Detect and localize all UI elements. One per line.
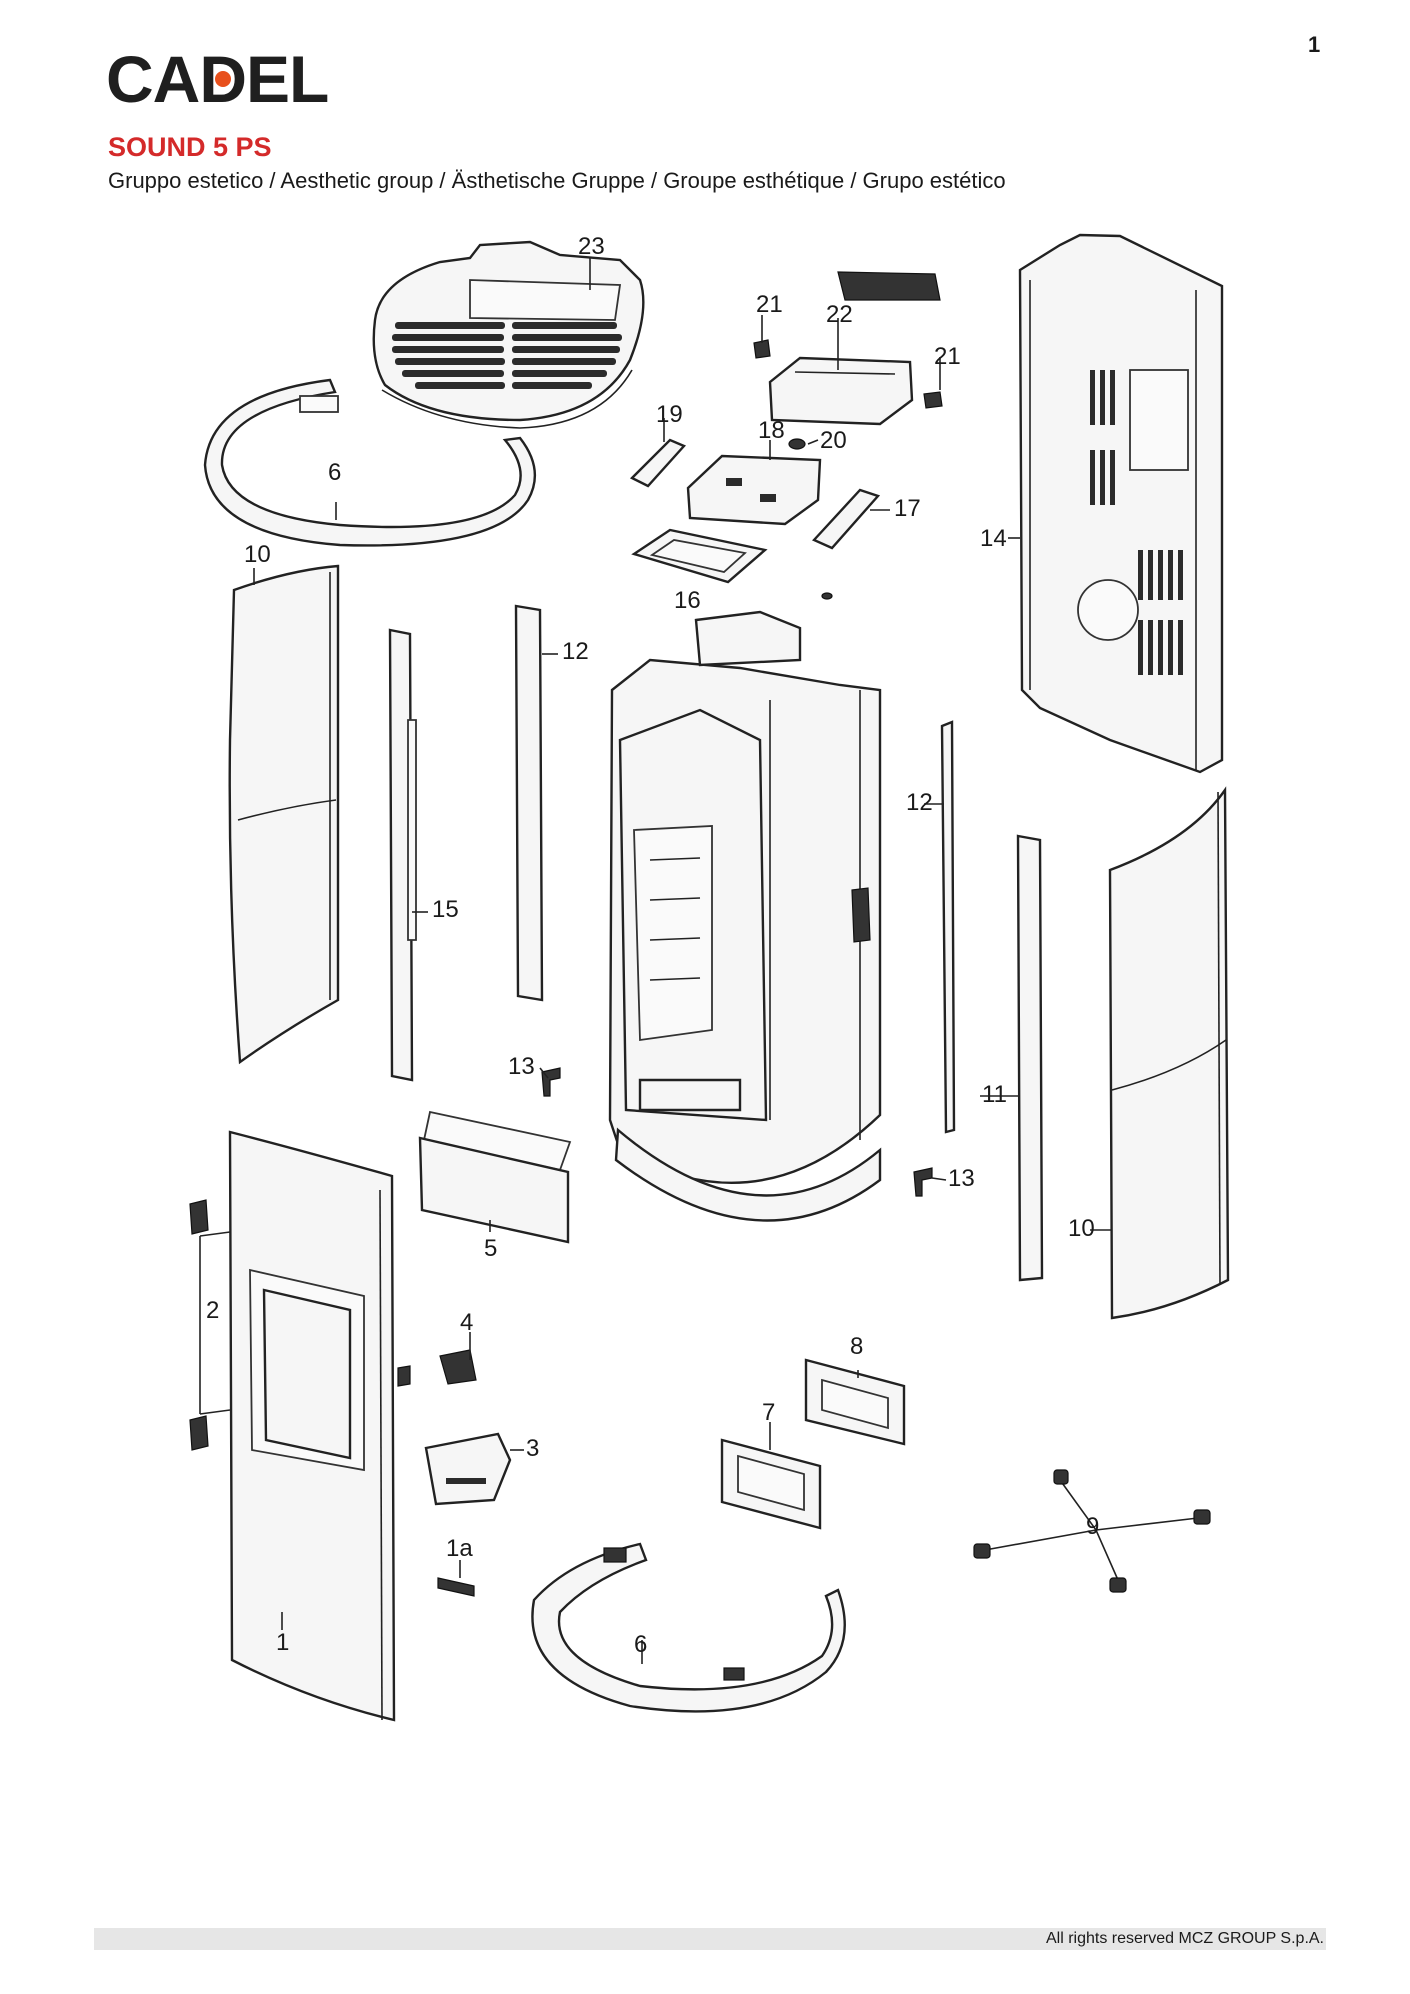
part-20-screw bbox=[788, 438, 806, 450]
callout-9: 9 bbox=[1086, 1513, 1099, 1540]
part-10-right-side-panel bbox=[1108, 786, 1230, 1320]
part-12-strip-right bbox=[940, 720, 956, 1134]
part-21-clip-b bbox=[923, 391, 943, 409]
group-title: Gruppo estetico / Aesthetic group / Ästh… bbox=[108, 168, 1006, 193]
stove-body bbox=[608, 592, 882, 1222]
part-13-screw-b bbox=[913, 1167, 933, 1197]
footer-rights: All rights reserved MCZ GROUP S.p.A. bbox=[1046, 1930, 1324, 1947]
part-2-hinges bbox=[189, 1199, 231, 1451]
callout-20: 20 bbox=[820, 427, 847, 454]
callout-10-right: 10 bbox=[1068, 1215, 1095, 1242]
callout-21-a: 21 bbox=[756, 291, 783, 318]
brand-logo: CADEL bbox=[106, 42, 329, 116]
callout-1: 1 bbox=[276, 1629, 289, 1656]
callout-22: 22 bbox=[826, 301, 853, 328]
part-3-handle-box bbox=[424, 1432, 512, 1506]
part-4-latch bbox=[439, 1349, 477, 1385]
callout-14: 14 bbox=[980, 525, 1007, 552]
callout-17: 17 bbox=[894, 495, 921, 522]
footer-bar bbox=[94, 1928, 1326, 1950]
part-9-feet bbox=[973, 1469, 1211, 1593]
part-6-bottom-ring bbox=[531, 1542, 846, 1713]
part-13-screw-a bbox=[541, 1067, 561, 1097]
part-22-module bbox=[768, 271, 941, 426]
callout-10-left: 10 bbox=[244, 541, 271, 568]
callout-11: 11 bbox=[982, 1081, 1007, 1108]
part-14-rear-panel bbox=[1018, 233, 1224, 774]
part-11-profile bbox=[1016, 834, 1044, 1282]
part-16-gasket bbox=[631, 528, 768, 584]
part-18-plate bbox=[686, 454, 822, 526]
callout-8: 8 bbox=[850, 1333, 863, 1360]
part-12-strip-left bbox=[514, 604, 544, 1002]
callout-16: 16 bbox=[674, 587, 701, 614]
part-15-vertical-profile bbox=[388, 628, 417, 1082]
callout-12-right: 12 bbox=[906, 789, 933, 816]
page-number: 1 bbox=[1308, 32, 1321, 57]
callout-5: 5 bbox=[484, 1235, 497, 1262]
callout-6-top: 6 bbox=[328, 459, 341, 486]
callout-13-a: 13 bbox=[508, 1053, 535, 1080]
callout-21-b: 21 bbox=[934, 343, 961, 370]
callout-23: 23 bbox=[578, 233, 605, 260]
part-17-bracket bbox=[811, 488, 881, 550]
logo-dot-icon bbox=[214, 71, 231, 87]
callout-13-b: 13 bbox=[948, 1165, 975, 1192]
callout-19: 19 bbox=[656, 401, 683, 428]
model-title: SOUND 5 PS bbox=[108, 132, 272, 162]
part-1-front-door bbox=[228, 1130, 411, 1722]
part-6-top-ring bbox=[203, 378, 537, 547]
part-8-plate bbox=[804, 1358, 906, 1446]
callout-2: 2 bbox=[206, 1297, 219, 1324]
callout-6-bottom: 6 bbox=[634, 1631, 647, 1658]
part-1a-badge bbox=[437, 1577, 475, 1597]
callout-1a: 1a bbox=[446, 1535, 473, 1562]
part-23-top-grille bbox=[372, 240, 645, 429]
part-7-plate bbox=[720, 1438, 822, 1530]
leader-lines bbox=[253, 258, 1112, 1664]
part-5-panel bbox=[418, 1110, 572, 1244]
part-21-clip-a bbox=[753, 339, 771, 359]
callout-4: 4 bbox=[460, 1309, 473, 1336]
part-19-bracket bbox=[629, 438, 687, 488]
callout-15: 15 bbox=[432, 896, 459, 923]
callout-3: 3 bbox=[526, 1435, 539, 1462]
callout-12-left: 12 bbox=[562, 638, 589, 665]
part-10-left-side-panel bbox=[228, 564, 340, 1065]
callout-7: 7 bbox=[762, 1399, 775, 1426]
callout-18: 18 bbox=[758, 417, 785, 444]
callout-labels: 23 22 21 21 20 19 18 17 16 14 6 10 12 15… bbox=[206, 233, 1099, 1658]
